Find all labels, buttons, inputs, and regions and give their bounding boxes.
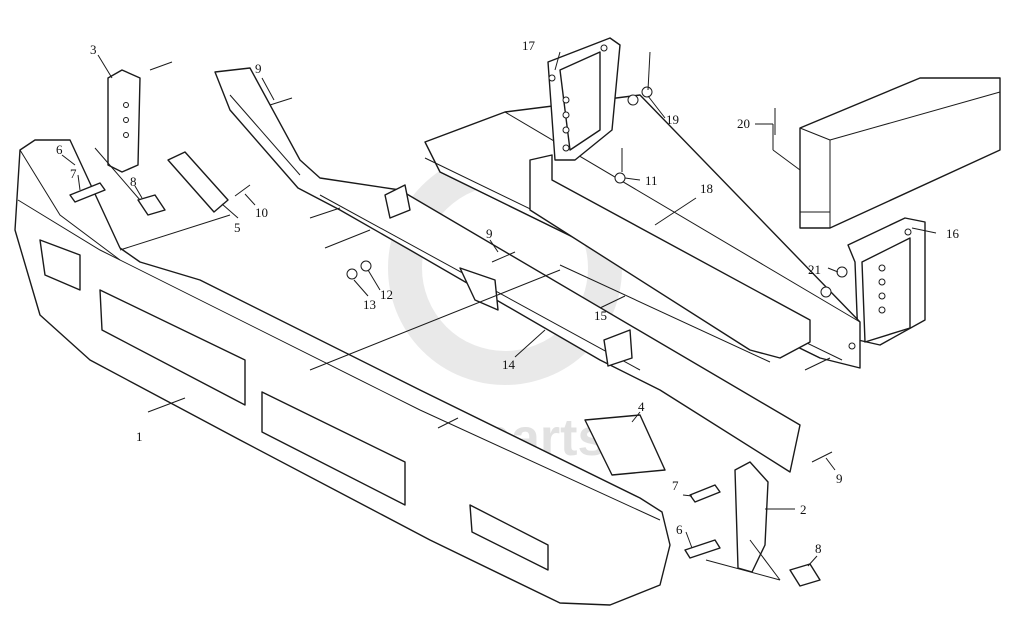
bumper-cover xyxy=(14,139,671,606)
callout-16: 16 xyxy=(946,226,960,241)
callout-9-mid: 9 xyxy=(486,226,493,241)
callout-19: 19 xyxy=(666,112,679,127)
nut-19 xyxy=(641,86,653,98)
callout-6-right: 6 xyxy=(676,522,683,537)
callout-11: 11 xyxy=(645,173,658,188)
washer-12 xyxy=(360,260,372,272)
callout-6-left: 6 xyxy=(56,142,63,157)
callout-1: 1 xyxy=(136,429,143,444)
bolt-10 xyxy=(234,184,251,197)
bracket-7-left xyxy=(69,182,106,203)
bolt-9-top xyxy=(269,97,293,106)
callout-2: 2 xyxy=(800,502,807,517)
bolt-9-mid xyxy=(491,251,516,263)
bracket-6-right xyxy=(684,539,721,559)
fasteners xyxy=(69,61,848,587)
callout-15: 15 xyxy=(594,308,607,323)
washer-11 xyxy=(614,172,626,184)
nut-21 xyxy=(836,266,848,278)
callout-4: 4 xyxy=(638,399,645,414)
callout-10: 10 xyxy=(255,205,268,220)
washer-19 xyxy=(627,94,639,106)
bracket-7-right xyxy=(689,484,721,503)
bolt-3 xyxy=(149,61,173,71)
left-side-bracket xyxy=(107,69,141,173)
nut-13 xyxy=(346,268,358,280)
callout-12: 12 xyxy=(380,287,393,302)
callout-13: 13 xyxy=(363,297,376,312)
upper-left-bracket xyxy=(547,37,621,161)
callout-18: 18 xyxy=(700,181,713,196)
callout-20: 20 xyxy=(737,116,750,131)
callout-9-right: 9 xyxy=(836,471,843,486)
clip-8-left xyxy=(137,194,166,216)
callout-5: 5 xyxy=(234,220,241,235)
callout-labels: 1 2 3 4 5 6 6 7 7 8 8 9 9 9 10 11 12 13 … xyxy=(56,38,960,556)
washer-21 xyxy=(820,286,832,298)
bolt-left-1 xyxy=(309,207,341,219)
callout-21: 21 xyxy=(808,262,821,277)
callout-3: 3 xyxy=(90,42,97,57)
leader-lines xyxy=(61,51,937,581)
right-mount-bracket xyxy=(847,217,926,346)
callout-14: 14 xyxy=(502,357,516,372)
bolt-lower-right xyxy=(804,357,831,371)
bolt-bumper xyxy=(437,417,459,429)
callout-8-left: 8 xyxy=(130,174,137,189)
bolt-9-right xyxy=(811,451,833,463)
bolt-left-2 xyxy=(324,229,371,249)
callout-9-top: 9 xyxy=(255,61,262,76)
callout-8-right: 8 xyxy=(815,541,822,556)
callout-7-right: 7 xyxy=(672,478,679,493)
frame-rail xyxy=(799,77,1001,229)
left-lamp xyxy=(167,151,229,213)
callout-7-left: 7 xyxy=(70,166,77,181)
right-lamp xyxy=(584,414,666,476)
bumper-frame xyxy=(214,67,801,473)
clip-8-right xyxy=(789,563,821,587)
right-end-bracket xyxy=(734,461,769,573)
lower-plate xyxy=(529,154,811,363)
callout-17: 17 xyxy=(522,38,536,53)
